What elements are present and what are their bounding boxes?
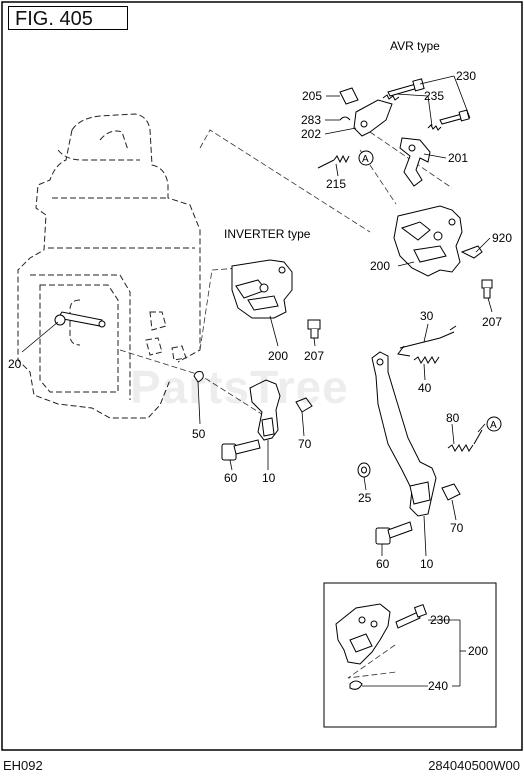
callout-60-left: 60	[224, 471, 238, 485]
leader-lines	[21, 75, 493, 687]
callout-202: 202	[301, 127, 321, 141]
footer-model-code: EH092	[3, 758, 43, 773]
callout-10-right: 10	[420, 557, 434, 571]
inverter-assembly	[231, 259, 321, 339]
callout-200-avr: 200	[370, 259, 390, 273]
callout-10-left: 10	[262, 471, 276, 485]
callout-205: 205	[302, 89, 322, 103]
callout-235: 235	[424, 89, 444, 103]
callout-230-inset: 230	[430, 613, 450, 627]
callout-60-right: 60	[376, 557, 390, 571]
callout-70-right: 70	[450, 521, 464, 535]
ref-a-marker-2	[486, 416, 502, 432]
lever-assembly-left	[193, 371, 313, 461]
callout-230: 230	[456, 69, 476, 83]
footer-part-code: 284040500W00	[428, 758, 520, 773]
callout-920: 920	[492, 231, 512, 245]
figure-label: FIG. 405	[8, 6, 128, 30]
engine-block-outline	[17, 113, 201, 419]
callout-215: 215	[326, 177, 346, 191]
callout-30: 30	[420, 309, 434, 323]
rod-and-springs	[397, 325, 483, 452]
shaft-20	[54, 311, 106, 328]
callout-50: 50	[192, 427, 206, 441]
inset-box	[323, 582, 497, 728]
avr-assembly	[317, 78, 470, 187]
callout-207-avr: 207	[482, 315, 502, 329]
callout-20: 20	[8, 357, 22, 371]
section-title-avr: AVR type	[390, 39, 440, 53]
callout-200-inset: 200	[468, 644, 488, 658]
section-title-inverter: INVERTER type	[224, 227, 311, 241]
callout-labels: AVR type INVERTER type 205 230 235 283 2…	[8, 39, 512, 693]
diagram-frame	[1, 1, 523, 751]
callout-a: A	[362, 154, 369, 165]
callout-a-2: A	[490, 420, 497, 431]
watermark: PartsTree	[130, 361, 349, 413]
callout-240: 240	[428, 679, 448, 693]
callout-201: 201	[448, 151, 468, 165]
inset-assembly	[335, 603, 428, 690]
guide-lines	[119, 129, 453, 679]
lever-assembly-right	[357, 351, 461, 545]
callout-283: 283	[301, 113, 321, 127]
callout-25: 25	[358, 491, 372, 505]
callout-40: 40	[418, 381, 432, 395]
callout-207-inverter: 207	[304, 349, 324, 363]
ref-a-marker	[358, 150, 374, 166]
bracket-200-avr	[393, 205, 493, 299]
callout-80: 80	[446, 411, 460, 425]
callout-200-inverter: 200	[268, 349, 288, 363]
callout-70-left: 70	[298, 437, 312, 451]
